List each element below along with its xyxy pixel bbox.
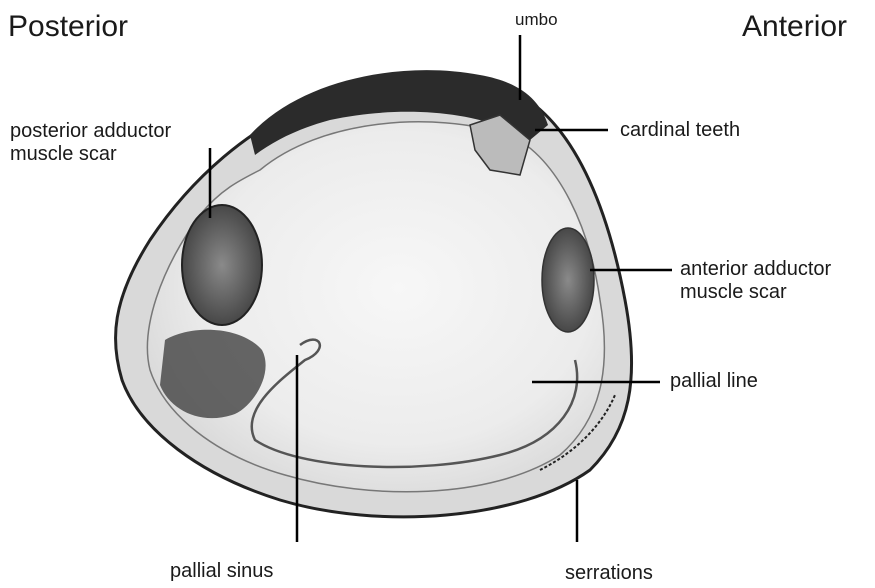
posterior-adductor-label: posterior adductor muscle scar <box>10 120 171 166</box>
anterior-scar <box>542 228 594 332</box>
serrations-label: serrations <box>565 562 653 585</box>
posterior-heading: Posterior <box>8 10 128 45</box>
anterior-adductor-label: anterior adductor muscle scar <box>680 258 831 304</box>
anterior-heading: Anterior <box>742 10 847 45</box>
posterior-scar <box>182 205 262 325</box>
umbo-label: umbo <box>515 10 558 30</box>
pallial-sinus-label: pallial sinus <box>170 560 273 583</box>
pallial-line-label: pallial line <box>670 370 758 393</box>
cardinal-teeth-label: cardinal teeth <box>620 119 740 142</box>
